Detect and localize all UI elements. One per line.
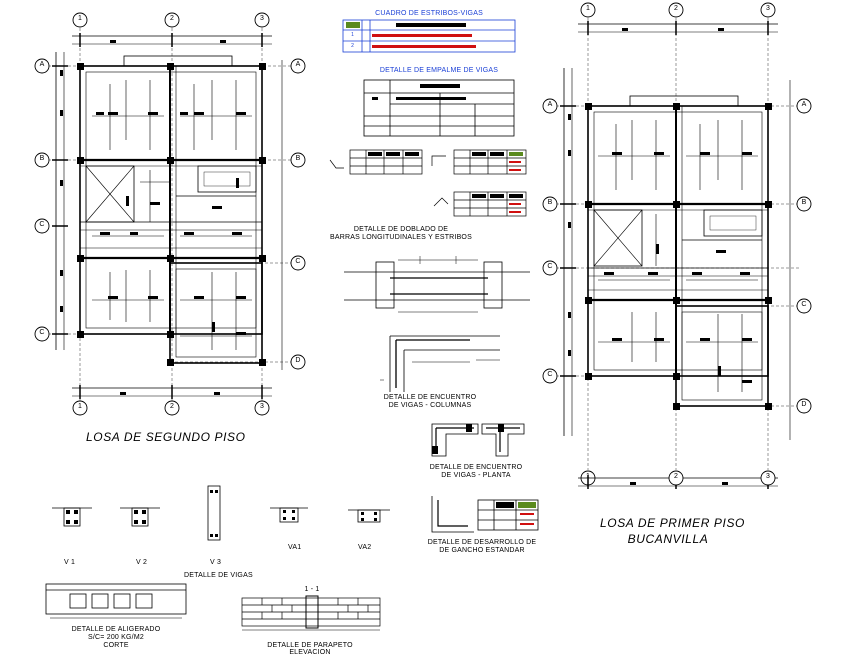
doblado-title-line2: BARRAS LONGITUDINALES Y ESTRIBOS [330, 234, 472, 241]
estribos-green-cell [346, 22, 360, 28]
estribos-table [342, 19, 516, 53]
empalme-title: DETALLE DE EMPALME DE VIGAS [379, 67, 499, 74]
estribos-row-1: 1 [351, 32, 354, 38]
beam-column-title-line2: DE VIGAS - COLUMNAS [388, 402, 472, 409]
axis-label-3-top: 3 [765, 5, 771, 12]
axis-label-a-left: A [39, 61, 45, 68]
hook-detail [431, 496, 539, 533]
first-floor-column-markers [568, 28, 772, 485]
aligerado-title-line1: DETALLE DE ALIGERADO [71, 626, 161, 633]
estribos-table-title: CUADRO DE ESTRIBOS-VIGAS [375, 10, 483, 17]
axis-label-2-top: 2 [169, 15, 175, 22]
second-floor-title: LOSA DE SEGUNDO PISO [86, 430, 246, 444]
beam-sections [52, 485, 390, 541]
axis-label-a-right: A [295, 61, 301, 68]
doblado-title-line1: DETALLE DE DOBLADO DE [353, 226, 449, 233]
axis-label-1-bottom: 1 [77, 403, 83, 410]
parapeto-detail [241, 595, 381, 631]
axis-label-1-top: 1 [585, 5, 591, 12]
axis-label-2-bottom: 2 [169, 403, 175, 410]
axis-label-b-left: B [39, 155, 45, 162]
first-floor-title: LOSA DE PRIMER PISO [600, 516, 745, 530]
beam-column-title-line1: DETALLE DE ENCUENTRO [383, 394, 477, 401]
axis-label-a-right: A [801, 101, 807, 108]
beam-label-v2: V 2 [136, 559, 148, 566]
aligerado-detail [45, 583, 187, 619]
second-floor-column-markers [60, 40, 266, 395]
axis-label-c-left: C [39, 221, 45, 228]
axis-label-3-top: 3 [259, 15, 265, 22]
axis-label-2-bottom: 2 [673, 473, 679, 480]
axis-label-c-right: C [295, 258, 301, 265]
parapeto-title-line1: DETALLE DE PARAPETO [267, 642, 353, 649]
beam-plan-title-line2: DE VIGAS - PLANTA [441, 472, 511, 479]
second-floor-axis-markers [34, 12, 306, 416]
hook-title-line1: DETALLE DE DESARROLLO DE [427, 539, 537, 546]
beam-plan-title-line1: DETALLE DE ENCUENTRO [429, 464, 523, 471]
beam-details-title: DETALLE DE VIGAS [184, 572, 253, 579]
axis-label-c2-left: C [39, 329, 45, 336]
estribos-row-2: 2 [351, 43, 354, 49]
axis-label-b-right: B [801, 199, 807, 206]
axis-label-d-right: D [801, 401, 807, 408]
empalme-table [363, 79, 515, 137]
axis-label-a-left: A [547, 101, 553, 108]
axis-label-c2-left: C [547, 371, 553, 378]
axis-label-1-top: 1 [77, 15, 83, 22]
hook-title-line2: DE GANCHO ESTANDAR [439, 547, 525, 554]
beam-longitudinal-detail [344, 256, 530, 313]
axis-label-d-right: D [295, 357, 301, 364]
axis-label-c-right: C [801, 301, 807, 308]
aligerado-title-line3: CORTE [103, 642, 129, 649]
parapeto-title-line2: ELEVACION [289, 649, 331, 656]
axis-label-b-right: B [295, 155, 301, 162]
axis-label-c-left: C [547, 263, 553, 270]
second-floor-plan [48, 28, 292, 402]
beam-label-va1: VA1 [288, 544, 302, 551]
axis-label-3-bottom: 3 [765, 473, 771, 480]
doblado-tables [329, 149, 527, 217]
beam-column-joint-detail [380, 335, 500, 392]
first-floor-axis-markers [542, 2, 812, 486]
beam-label-va2: VA2 [358, 544, 372, 551]
beam-label-v1: V 1 [64, 559, 76, 566]
first-floor-subtitle: BUCANVILLA [627, 532, 709, 546]
axis-label-1-bottom: 1 [585, 473, 591, 480]
beam-label-v3: V 3 [210, 559, 222, 566]
axis-label-b-left: B [547, 199, 553, 206]
axis-label-3-bottom: 3 [259, 403, 265, 410]
aligerado-title-line2: S/C= 200 KG/M2 [88, 634, 144, 641]
axis-label-2-top: 2 [673, 5, 679, 12]
parapeto-cut-label: 1 - 1 [304, 586, 320, 593]
